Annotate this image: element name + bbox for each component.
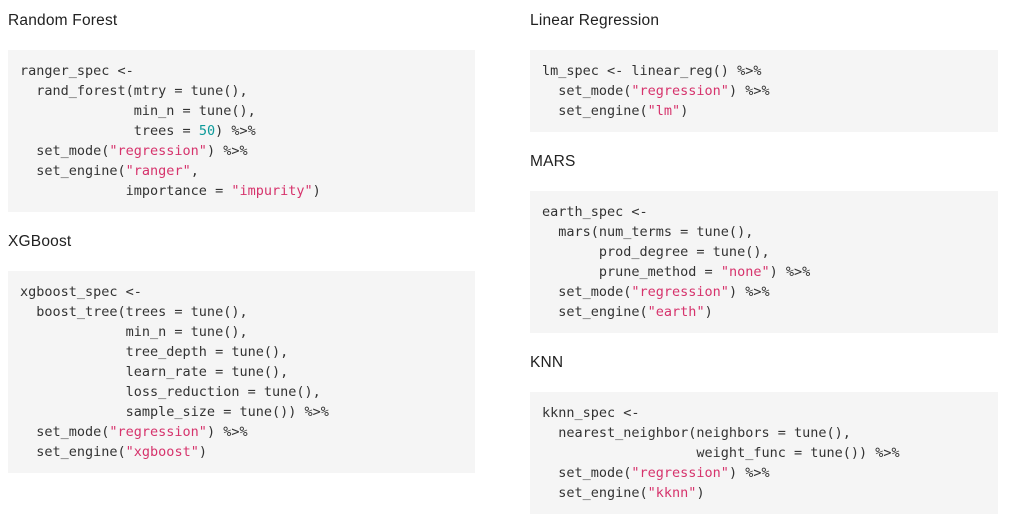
code-block-random-forest: ranger_spec <- rand_forest(mtry = tune()… [8, 50, 475, 212]
heading-random-forest: Random Forest [8, 12, 118, 29]
code-block-knn: kknn_spec <- nearest_neighbor(neighbors … [530, 392, 998, 514]
heading-knn: KNN [530, 354, 564, 371]
code-block-mars: earth_spec <- mars(num_terms = tune(), p… [530, 191, 998, 333]
code-block-linear-regression: lm_spec <- linear_reg() %>% set_mode("re… [530, 50, 998, 132]
code-block-xgboost: xgboost_spec <- boost_tree(trees = tune(… [8, 271, 475, 473]
heading-linear-regression: Linear Regression [530, 12, 660, 29]
column-left: Random Forest ranger_spec <- rand_forest… [8, 0, 475, 514]
section-mars: MARS earth_spec <- mars(num_terms = tune… [530, 153, 998, 333]
heading-mars: MARS [530, 153, 576, 170]
section-linear-regression: Linear Regression lm_spec <- linear_reg(… [530, 12, 998, 132]
heading-xgboost: XGBoost [8, 233, 72, 250]
section-knn: KNN kknn_spec <- nearest_neighbor(neighb… [530, 354, 998, 514]
column-right: Linear Regression lm_spec <- linear_reg(… [530, 0, 998, 514]
section-xgboost: XGBoost xgboost_spec <- boost_tree(trees… [8, 233, 475, 473]
section-random-forest: Random Forest ranger_spec <- rand_forest… [8, 12, 475, 212]
